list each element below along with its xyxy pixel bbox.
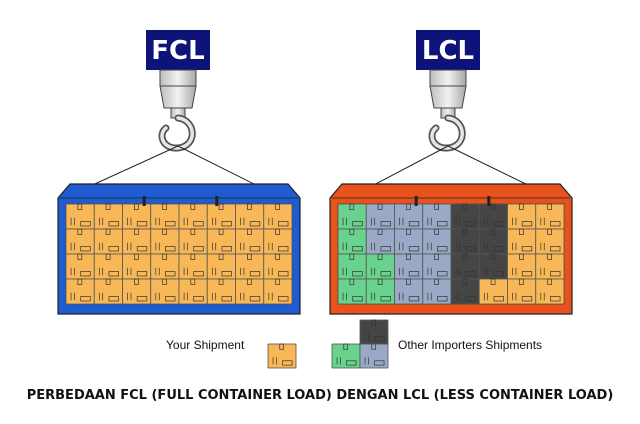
right-cargo-box xyxy=(394,278,424,305)
left-cargo-box xyxy=(263,203,293,230)
left-cargo-box xyxy=(206,203,236,230)
left-cargo-box xyxy=(150,253,180,280)
right-cargo-box xyxy=(507,228,537,255)
left-cargo-box xyxy=(122,228,152,255)
right-cargo-box xyxy=(394,228,424,255)
right-cargo-box xyxy=(478,278,508,305)
left-cargo-box xyxy=(122,278,152,305)
lcl-hook-block xyxy=(429,85,467,109)
right-cargo-box xyxy=(507,203,537,230)
legend-other-shipments-label: Other Importers Shipments xyxy=(398,338,543,352)
left-cargo-box xyxy=(178,203,208,230)
right-cargo-box xyxy=(394,203,424,230)
right-cargo-box xyxy=(337,228,367,255)
right-cargo-box xyxy=(365,203,395,230)
left-cargo-box xyxy=(206,228,236,255)
left-cargo-box xyxy=(93,278,123,305)
right-cargo-box xyxy=(535,228,565,255)
legend-swatches xyxy=(267,319,389,369)
right-cargo-box xyxy=(450,203,480,230)
left-cargo-box xyxy=(93,253,123,280)
left-cargo-box xyxy=(206,253,236,280)
legend-other-swatch-dark xyxy=(359,319,389,345)
right-cargo-box xyxy=(478,228,508,255)
left-cargo-box xyxy=(122,253,152,280)
right-cargo-box xyxy=(507,278,537,305)
left-cargo-box xyxy=(93,203,123,230)
left-cargo-box xyxy=(235,203,265,230)
right-cargo-box xyxy=(422,253,452,280)
fcl-sling-right xyxy=(177,145,263,189)
left-cargo-box xyxy=(263,228,293,255)
right-cargo-box xyxy=(507,253,537,280)
left-cargo-box xyxy=(235,228,265,255)
left-cargo-box xyxy=(150,203,180,230)
left-cargo-box xyxy=(65,278,95,305)
right-cargo-box xyxy=(478,203,508,230)
right-cargo-box xyxy=(535,278,565,305)
left-cargo-box xyxy=(235,278,265,305)
lcl-crane: LCL xyxy=(367,30,535,189)
right-cargo-box xyxy=(422,278,452,305)
fcl-sign xyxy=(146,30,210,70)
left-cargo-box xyxy=(150,228,180,255)
fcl-container xyxy=(57,183,301,315)
right-cargo-box xyxy=(450,228,480,255)
left-cargo-box xyxy=(206,278,236,305)
left-cargo-box xyxy=(178,278,208,305)
left-cargo-box xyxy=(122,203,152,230)
right-cargo-box xyxy=(422,228,452,255)
left-cargo-box xyxy=(235,253,265,280)
right-cargo-box xyxy=(450,278,480,305)
right-cargo-box xyxy=(535,253,565,280)
fcl-hook-shaft xyxy=(159,69,197,87)
left-cargo-box xyxy=(263,253,293,280)
left-cargo-box xyxy=(65,228,95,255)
right-cargo-box xyxy=(478,253,508,280)
lcl-sign-label: LCL xyxy=(422,36,474,66)
legend-your-shipment-swatch xyxy=(267,343,297,369)
legend-other-swatch-blue xyxy=(359,343,389,369)
left-cargo-box xyxy=(150,278,180,305)
fcl-hook-block xyxy=(159,85,197,109)
right-cargo-box xyxy=(365,278,395,305)
legend-your-shipment-label: Your Shipment xyxy=(166,338,245,352)
fcl-sling-left xyxy=(85,145,179,189)
right-cargo-box xyxy=(450,253,480,280)
right-cargo-box xyxy=(337,203,367,230)
right-cargo-box xyxy=(422,203,452,230)
right-cargo-box xyxy=(365,253,395,280)
lcl-sling-left xyxy=(367,145,449,189)
left-cargo-box xyxy=(263,278,293,305)
legend-other-swatch-green xyxy=(331,343,361,369)
lcl-sign xyxy=(416,30,480,70)
fcl-crane: FCL xyxy=(85,30,263,189)
fcl-sign-label: FCL xyxy=(151,36,204,66)
right-cargo-box xyxy=(337,278,367,305)
left-cargo-box xyxy=(65,253,95,280)
left-cargo-box xyxy=(65,203,95,230)
left-cargo-box xyxy=(178,253,208,280)
diagram-caption: PERBEDAAN FCL (FULL CONTAINER LOAD) DENG… xyxy=(26,388,614,403)
lcl-hook-shaft xyxy=(429,69,467,87)
left-cargo-box xyxy=(178,228,208,255)
right-cargo-box xyxy=(365,228,395,255)
right-cargo-box xyxy=(394,253,424,280)
lcl-container xyxy=(329,183,573,315)
right-cargo-box xyxy=(535,203,565,230)
left-cargo-box xyxy=(93,228,123,255)
lcl-sling-right xyxy=(447,145,535,189)
right-cargo-box xyxy=(337,253,367,280)
